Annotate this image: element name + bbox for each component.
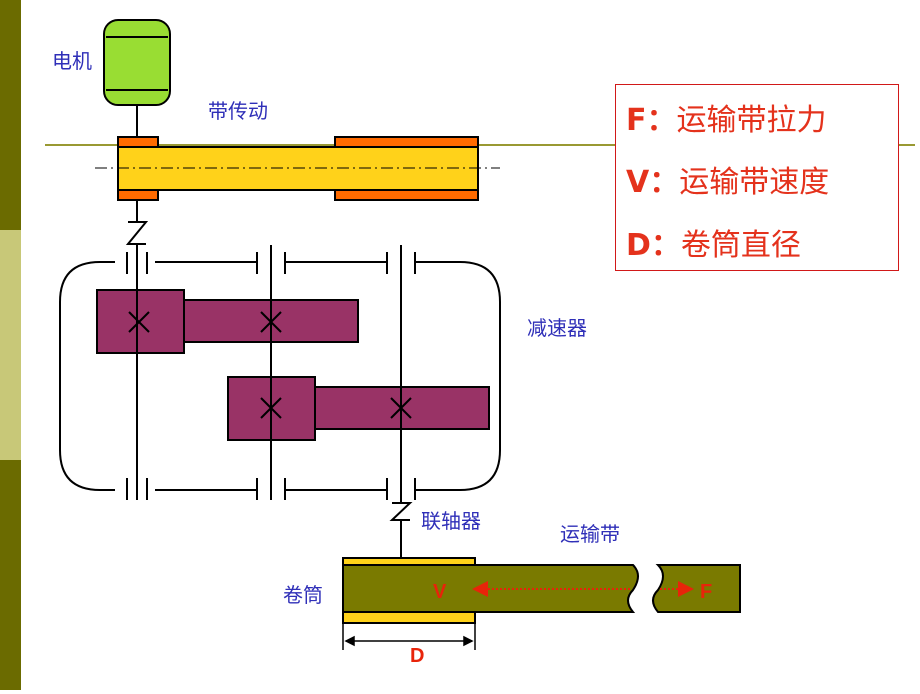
legend-symbol: D <box>626 228 651 263</box>
gear-mesh-marks <box>128 311 412 419</box>
gear-pair-2 <box>227 376 490 441</box>
conveyor-belt-label: 运输带 <box>560 522 620 546</box>
shafts <box>136 245 402 500</box>
reducer-housing <box>59 252 501 500</box>
legend-separator: ： <box>646 103 677 138</box>
force-mark: F <box>700 581 712 603</box>
legend-separator: ： <box>649 165 680 200</box>
legend-item-diameter: D：卷筒直径 <box>626 220 801 264</box>
belt-drive <box>95 136 500 262</box>
velocity-mark: V <box>433 581 447 603</box>
legend-text: 卷筒直径 <box>680 228 801 263</box>
legend-text: 运输带拉力 <box>676 103 827 138</box>
legend-symbol: V <box>626 165 650 200</box>
legend-separator: ： <box>650 228 681 263</box>
legend-text: 运输带速度 <box>679 165 830 200</box>
legend-box: F：运输带拉力 V：运输带速度 D：卷筒直径 <box>615 84 899 271</box>
reducer-label: 减速器 <box>527 316 587 340</box>
legend-symbol: F <box>626 103 647 138</box>
coupling-label: 联轴器 <box>421 509 481 533</box>
diameter-dimension <box>342 623 476 650</box>
legend-item-force: F：运输带拉力 <box>626 95 827 139</box>
motor <box>103 19 171 138</box>
conveyor-belt <box>342 564 741 613</box>
legend-item-velocity: V：运输带速度 <box>626 157 829 201</box>
gear-pair-1 <box>96 289 359 354</box>
coupling <box>389 500 413 558</box>
drum-label: 卷筒 <box>283 583 323 607</box>
motor-label: 电机 <box>52 49 92 73</box>
diameter-mark: D <box>410 645 424 667</box>
belt-drive-label: 带传动 <box>208 99 268 123</box>
slide-sidebar <box>0 0 21 690</box>
